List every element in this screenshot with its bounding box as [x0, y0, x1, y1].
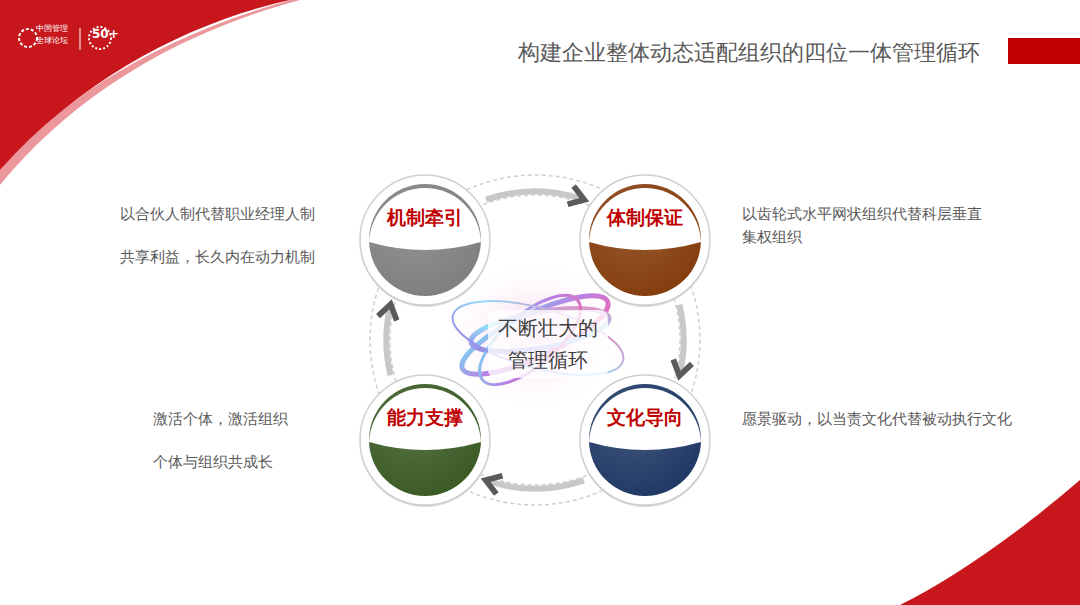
description-text: 个体与组织共成长 [153, 451, 273, 474]
circle-label: 机制牵引 [357, 205, 493, 231]
circle-art [577, 372, 713, 508]
circle-art [577, 172, 713, 308]
circle-label: 文化导向 [577, 405, 713, 431]
description-text: 以合伙人制代替职业经理人制 [120, 203, 315, 226]
logo-divider [80, 28, 81, 50]
center-caption: 不断壮大的 管理循环 [488, 310, 608, 378]
circle-label: 体制保证 [577, 205, 713, 231]
corner-swoosh [0, 0, 300, 185]
cycle-arrow [386, 307, 390, 376]
cycle-circle: 机制牵引 [357, 172, 493, 308]
description-text: 愿景驱动，以当责文化代替被动执行文化 [742, 408, 1012, 431]
description-text: 以齿轮式水平网状组织代替科层垂直集权组织 [742, 203, 992, 248]
title-bar [1008, 38, 1080, 64]
logo-mark [19, 29, 37, 47]
slide-title: 构建企业整体动态适配组织的四位一体管理循环 [518, 38, 980, 68]
cycle-circle: 文化导向 [577, 372, 713, 508]
cycle-arrow [679, 305, 683, 374]
corner-swoosh [900, 480, 1080, 605]
description-text: 共享利益，长久内在动力机制 [120, 246, 315, 269]
circle-label: 能力支撑 [357, 405, 493, 431]
logo-text: 50+ [92, 27, 119, 41]
description-text: 激活个体，激活组织 [153, 408, 288, 431]
swirl-illustration [445, 280, 631, 400]
cycle-arrow [488, 480, 584, 488]
logo-text: 中国管理 [36, 24, 68, 34]
circle-art [357, 372, 493, 508]
circle-art [357, 172, 493, 308]
cycle-circle: 体制保证 [577, 172, 713, 308]
cycle-circle: 能力支撑 [357, 372, 493, 508]
logo-text: 全球论坛 [36, 36, 68, 46]
cycle-arrow [486, 191, 582, 199]
corner-swoosh [0, 0, 290, 170]
